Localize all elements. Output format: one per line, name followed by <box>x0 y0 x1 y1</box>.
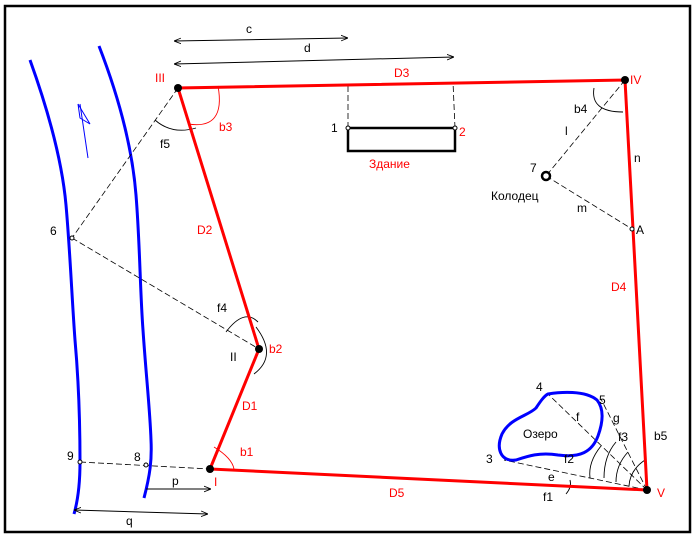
label-building: Здание <box>369 157 410 171</box>
label-pt9: 9 <box>67 449 74 463</box>
label-pt8: 8 <box>134 450 141 464</box>
label-f: f <box>576 410 580 424</box>
label-pt4: 4 <box>536 380 543 394</box>
label-b3: b3 <box>219 120 233 134</box>
label-f4: f4 <box>217 301 227 315</box>
label-n: n <box>634 151 641 165</box>
label-b5: b5 <box>654 429 668 443</box>
label-vertex-II: II <box>230 350 237 364</box>
river-bank-left <box>28 59 82 515</box>
label-D1: D1 <box>242 399 258 413</box>
river-bank-right <box>97 45 153 499</box>
label-D4: D4 <box>611 280 627 294</box>
label-f2: f2 <box>564 452 574 466</box>
label-well: Колодец <box>491 189 539 203</box>
label-b1: b1 <box>240 445 254 459</box>
flow-arrow-head <box>77 103 91 125</box>
label-A: A <box>636 223 644 237</box>
label-b2: b2 <box>269 342 283 356</box>
dimension-q <box>74 510 208 514</box>
label-f3: f3 <box>618 430 628 444</box>
label-m: m <box>577 201 587 215</box>
survey-points <box>69 76 651 494</box>
label-pt5: 5 <box>599 393 606 407</box>
angle-arc-b3 <box>187 85 220 126</box>
label-f1: f1 <box>543 490 553 504</box>
lake-shape <box>497 390 604 462</box>
label-D3: D3 <box>394 66 410 80</box>
dimension-d <box>174 57 454 64</box>
dimension-c <box>174 38 348 41</box>
label-lake: Озеро <box>523 427 558 441</box>
label-pt7: 7 <box>530 161 537 175</box>
label-vertex-I: I <box>214 475 217 489</box>
label-d: d <box>304 41 311 55</box>
frame <box>3 4 692 534</box>
construction-lines <box>71 79 648 491</box>
angle-arcs <box>154 87 646 495</box>
label-D5: D5 <box>389 486 405 500</box>
label-pt1: 1 <box>331 121 338 135</box>
building-shape <box>346 126 457 153</box>
label-D2: D2 <box>197 223 213 237</box>
label-vertex-V: V <box>657 486 665 500</box>
label-pt2: 2 <box>459 125 466 139</box>
label-vertex-IV: IV <box>630 73 641 87</box>
label-pt6: 6 <box>50 224 57 238</box>
label-pt3: 3 <box>486 452 493 466</box>
label-b4: b4 <box>574 102 588 116</box>
flow-arrow-shaft <box>79 103 89 159</box>
label-g: g <box>613 411 620 425</box>
label-l: l <box>565 124 568 138</box>
label-vertex-III: III <box>155 71 165 85</box>
label-c: c <box>246 22 252 36</box>
label-q: q <box>126 514 133 528</box>
traverse-polygon <box>175 78 649 492</box>
label-p: p <box>172 474 179 488</box>
label-e: e <box>548 470 555 484</box>
label-f5: f5 <box>160 137 170 151</box>
